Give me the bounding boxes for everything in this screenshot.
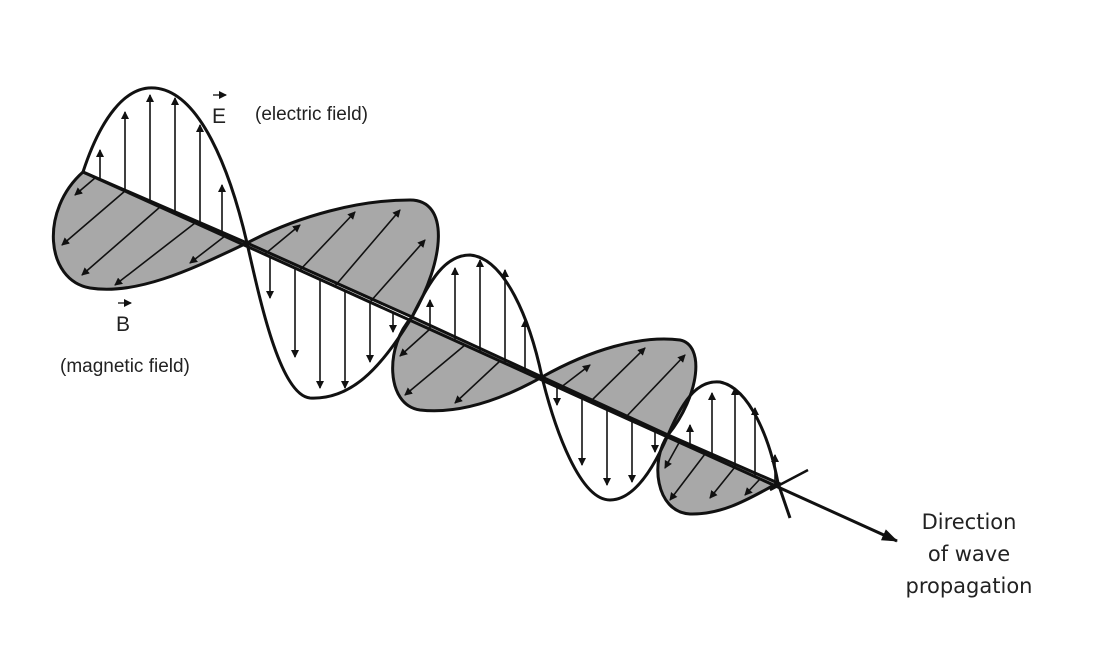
e-label-text: (electric field) bbox=[255, 104, 368, 125]
b-lobe-3 bbox=[391, 315, 546, 413]
direction-line-1: Direction bbox=[922, 510, 1017, 534]
electric-field-curve bbox=[81, 86, 792, 519]
e-field-label: E (electric field) bbox=[212, 91, 368, 128]
b-lobe-1 bbox=[52, 170, 251, 291]
b-symbol: B bbox=[116, 313, 130, 336]
direction-line-2: of wave bbox=[928, 542, 1010, 566]
magnetic-field-lobes bbox=[52, 170, 782, 516]
b-field-label: B (magnetic field) bbox=[60, 299, 190, 377]
direction-label: Direction of wave propagation bbox=[906, 510, 1033, 598]
b-label-text: (magnetic field) bbox=[60, 356, 190, 377]
b-lobe-4 bbox=[538, 337, 698, 437]
electric-field-vectors bbox=[96, 94, 779, 486]
direction-line-3: propagation bbox=[906, 574, 1033, 598]
magnetic-field-vectors bbox=[61, 177, 761, 501]
propagation-axis bbox=[82, 170, 898, 543]
e-symbol: E bbox=[212, 105, 226, 128]
